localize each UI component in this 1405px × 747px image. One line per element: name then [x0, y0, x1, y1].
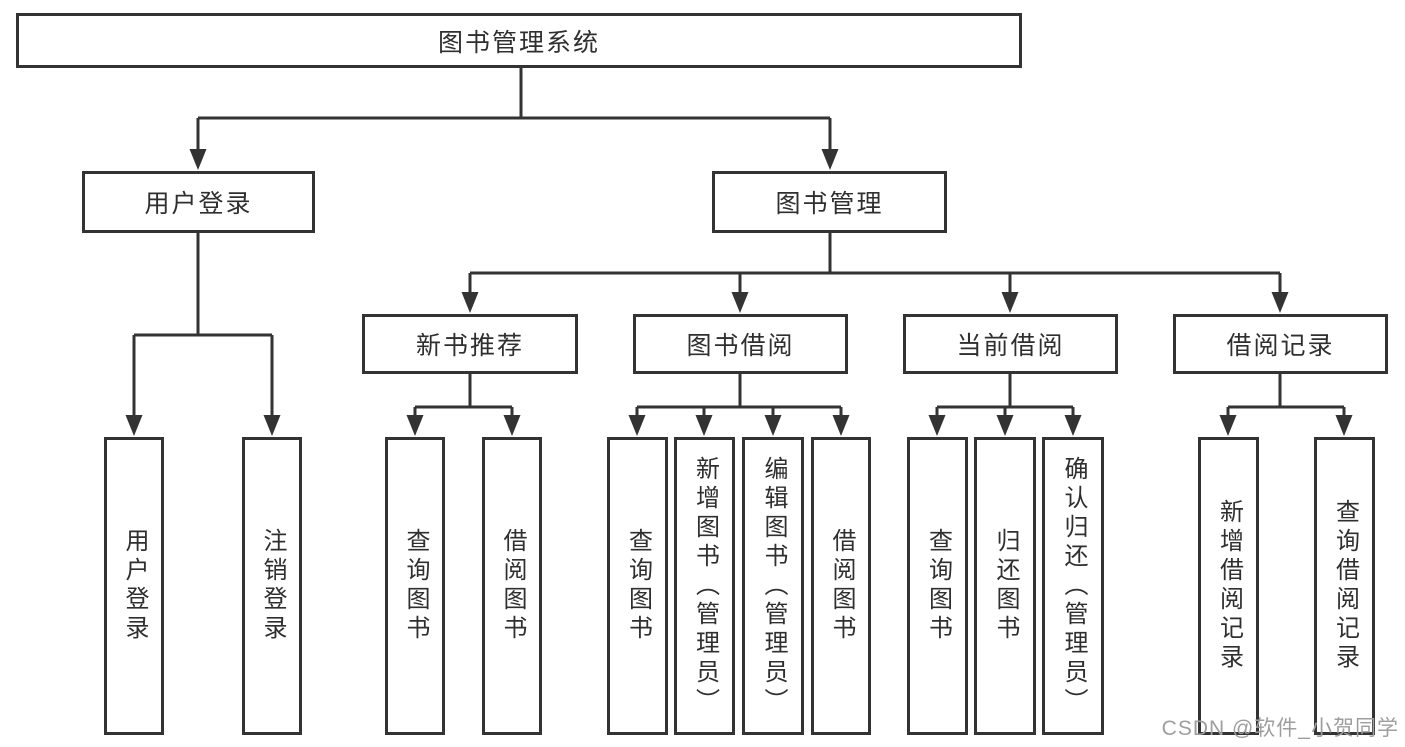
edge-currentborrow-to-leaves	[935, 374, 1075, 418]
arrow-icon	[503, 415, 521, 436]
arrow-icon	[731, 292, 749, 313]
leaf-current-query-book: 查询图书	[907, 437, 968, 735]
leaf-borrow-query-book: 查询图书	[607, 437, 668, 735]
arrow-icon	[821, 149, 839, 170]
arrow-icon	[125, 415, 143, 436]
arrow-icon	[832, 415, 850, 436]
leaf-newbook-query-book: 查询图书	[385, 437, 445, 735]
edge-borrowrecord-to-leaves	[1226, 374, 1346, 418]
arrow-icon	[996, 415, 1014, 436]
leaf-newbook-borrow-book: 借阅图书	[482, 437, 542, 735]
edge-userlogin-to-leaves	[132, 233, 274, 418]
arrow-icon	[263, 415, 281, 436]
arrow-icon	[695, 415, 713, 436]
leaf-borrow-borrow-book: 借阅图书	[811, 437, 871, 735]
arrow-icon	[1219, 415, 1237, 436]
leaf-current-confirm-return-admin: 确认归还（管理员）	[1042, 437, 1104, 735]
arrow-icon	[1064, 415, 1082, 436]
node-new-book-recommend: 新书推荐	[362, 314, 578, 374]
node-user-login: 用户登录	[82, 171, 315, 233]
arrow-icon	[461, 292, 479, 313]
arrow-icon	[1001, 292, 1019, 313]
node-book-management: 图书管理	[712, 171, 947, 233]
node-book-borrow: 图书借阅	[633, 314, 848, 374]
leaf-user-login: 用户登录	[104, 437, 164, 735]
leaf-borrow-add-book-admin: 新增图书（管理员）	[674, 437, 735, 735]
watermark: CSDN @软件_小贺同学	[1161, 717, 1399, 740]
leaf-borrow-edit-book-admin: 编辑图书（管理员）	[742, 437, 804, 735]
leaf-logout: 注销登录	[242, 437, 302, 735]
arrow-icon	[1271, 292, 1289, 313]
edge-root-to-level2	[196, 68, 832, 152]
node-current-borrow: 当前借阅	[903, 314, 1118, 374]
arrow-icon	[628, 415, 646, 436]
node-borrow-record: 借阅记录	[1173, 314, 1388, 374]
arrowheads	[125, 149, 1353, 436]
arrow-icon	[1335, 415, 1353, 436]
arrow-icon	[764, 415, 782, 436]
arrow-icon	[189, 149, 207, 170]
leaf-current-return-book: 归还图书	[974, 437, 1036, 735]
edge-bookborrow-to-leaves	[635, 374, 843, 418]
leaf-record-query-borrow-record: 查询借阅记录	[1314, 437, 1375, 735]
edge-bookmgmt-to-level3	[468, 233, 1282, 297]
node-root: 图书管理系统	[16, 13, 1022, 68]
arrow-icon	[928, 415, 946, 436]
arrow-icon	[406, 415, 424, 436]
leaf-record-add-borrow-record: 新增借阅记录	[1198, 437, 1259, 735]
edge-newbook-to-leaves	[413, 374, 514, 418]
